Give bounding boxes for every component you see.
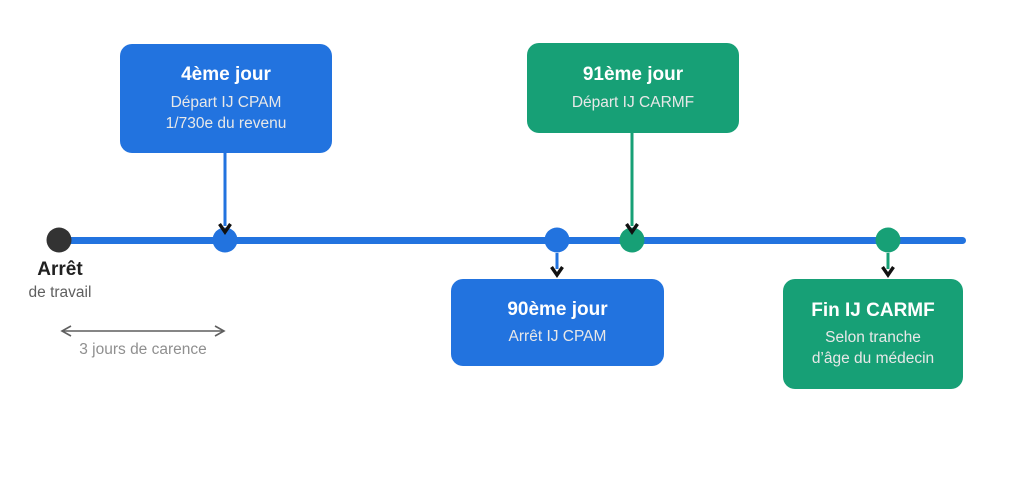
timeline-dot-jour90 (544, 227, 570, 253)
arrow-down-icon (880, 253, 896, 279)
timeline-dot-start (46, 227, 72, 253)
arrow-down-icon (217, 153, 233, 237)
event-detail: Arrêt IJ CPAM (508, 328, 607, 346)
event-detail: d’âge du médecin (811, 350, 935, 368)
carence-label: 3 jours de carence (79, 341, 207, 358)
event-title: 91ème jour (582, 64, 684, 86)
event-card-fin-carmf: Fin IJ CARMF Selon tranche d’âge du méde… (783, 279, 963, 389)
start-label-subtitle: de travail (28, 284, 92, 301)
event-card-jour91: 91ème jour Départ IJ CARMF (527, 43, 739, 133)
arrow-down-icon (549, 253, 565, 279)
start-label-title: Arrêt (37, 259, 83, 280)
event-title: Fin IJ CARMF (811, 299, 935, 321)
event-detail: 1/730e du revenu (165, 114, 287, 132)
timeline-dot-fin-carmf (875, 227, 901, 253)
event-card-jour90: 90ème jour Arrêt IJ CPAM (451, 279, 664, 366)
event-card-jour4: 4ème jour Départ IJ CPAM 1/730e du reven… (120, 44, 332, 153)
double-headed-arrow-icon (58, 324, 228, 343)
event-title: 90ème jour (507, 298, 608, 320)
event-detail: Départ IJ CARMF (571, 93, 695, 111)
timeline-axis (59, 237, 966, 244)
event-detail: Départ IJ CPAM (170, 93, 282, 111)
start-label: Arrêt de travail (9, 259, 111, 302)
event-title: 4ème jour (181, 64, 271, 86)
arrow-down-icon (624, 133, 640, 237)
event-detail: Selon tranche (825, 329, 921, 347)
